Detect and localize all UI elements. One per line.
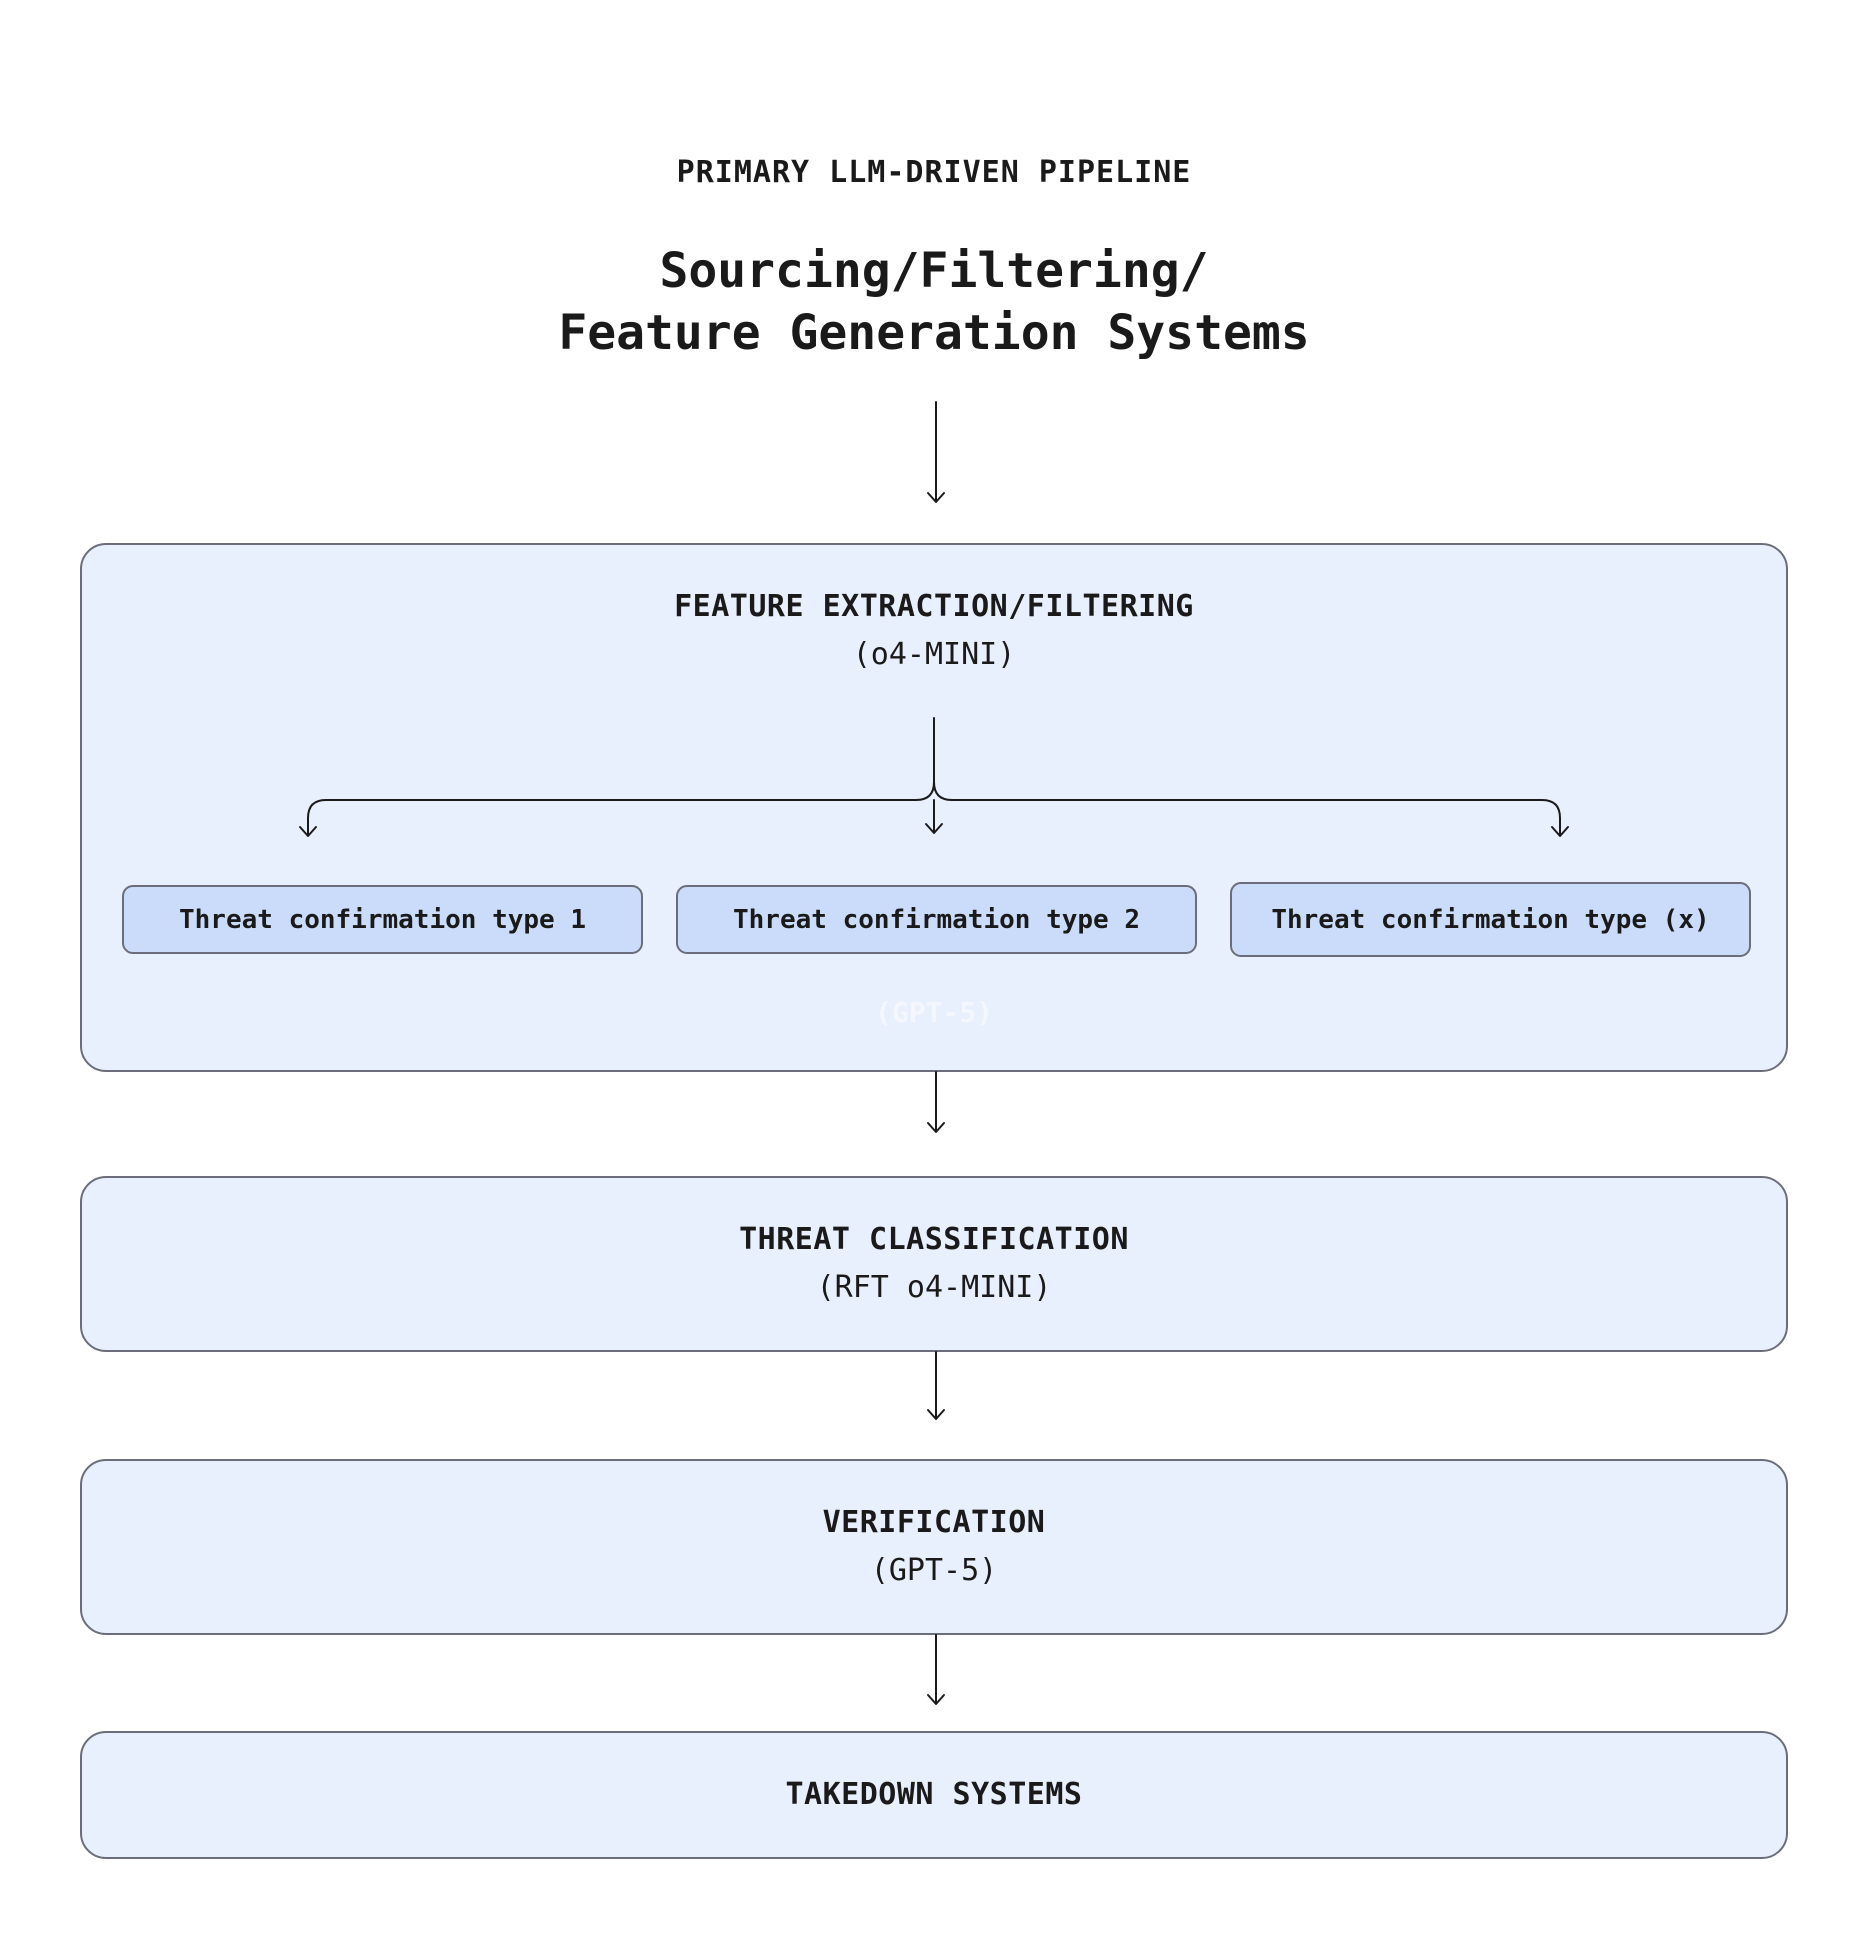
verification-title: VERIFICATION bbox=[822, 1505, 1046, 1540]
page-title-line-1: Sourcing/Filtering/ bbox=[659, 243, 1209, 299]
feature-extraction-model: (o4-MINI) bbox=[852, 637, 1016, 672]
arrow-verification-to-takedown bbox=[927, 1634, 945, 1705]
page-title: Sourcing/Filtering/ Feature Generation S… bbox=[0, 240, 1868, 364]
takedown-title: TAKEDOWN SYSTEMS bbox=[785, 1777, 1083, 1812]
threat-confirmation-type-2-box: Threat confirmation type 2 bbox=[676, 885, 1197, 954]
feature-extraction-title: FEATURE EXTRACTION/FILTERING bbox=[674, 589, 1194, 624]
arrow-feature-extraction-to-classification bbox=[927, 1071, 945, 1133]
arrow-classification-to-verification bbox=[927, 1351, 945, 1420]
page-title-line-2: Feature Generation Systems bbox=[558, 305, 1310, 361]
threat-classification-model: (RFT o4-MINI) bbox=[816, 1270, 1052, 1305]
threat-classification-stage: THREAT CLASSIFICATION (RFT o4-MINI) bbox=[80, 1176, 1788, 1352]
verification-model: (GPT-5) bbox=[870, 1553, 998, 1588]
verification-stage: VERIFICATION (GPT-5) bbox=[80, 1459, 1788, 1635]
threat-confirmation-type-1-box: Threat confirmation type 1 bbox=[122, 885, 643, 954]
arrow-title-to-feature-extraction bbox=[927, 401, 945, 503]
takedown-stage: TAKEDOWN SYSTEMS bbox=[80, 1731, 1788, 1859]
feature-extraction-faint-label: (GPT-5) bbox=[874, 996, 993, 1029]
threat-classification-title: THREAT CLASSIFICATION bbox=[739, 1222, 1129, 1257]
threat-confirmation-type-x-box: Threat confirmation type (x) bbox=[1230, 882, 1751, 957]
feature-extraction-stage: FEATURE EXTRACTION/FILTERING (o4-MINI) T… bbox=[80, 543, 1788, 1072]
pipeline-eyebrow: PRIMARY LLM-DRIVEN PIPELINE bbox=[676, 155, 1192, 190]
